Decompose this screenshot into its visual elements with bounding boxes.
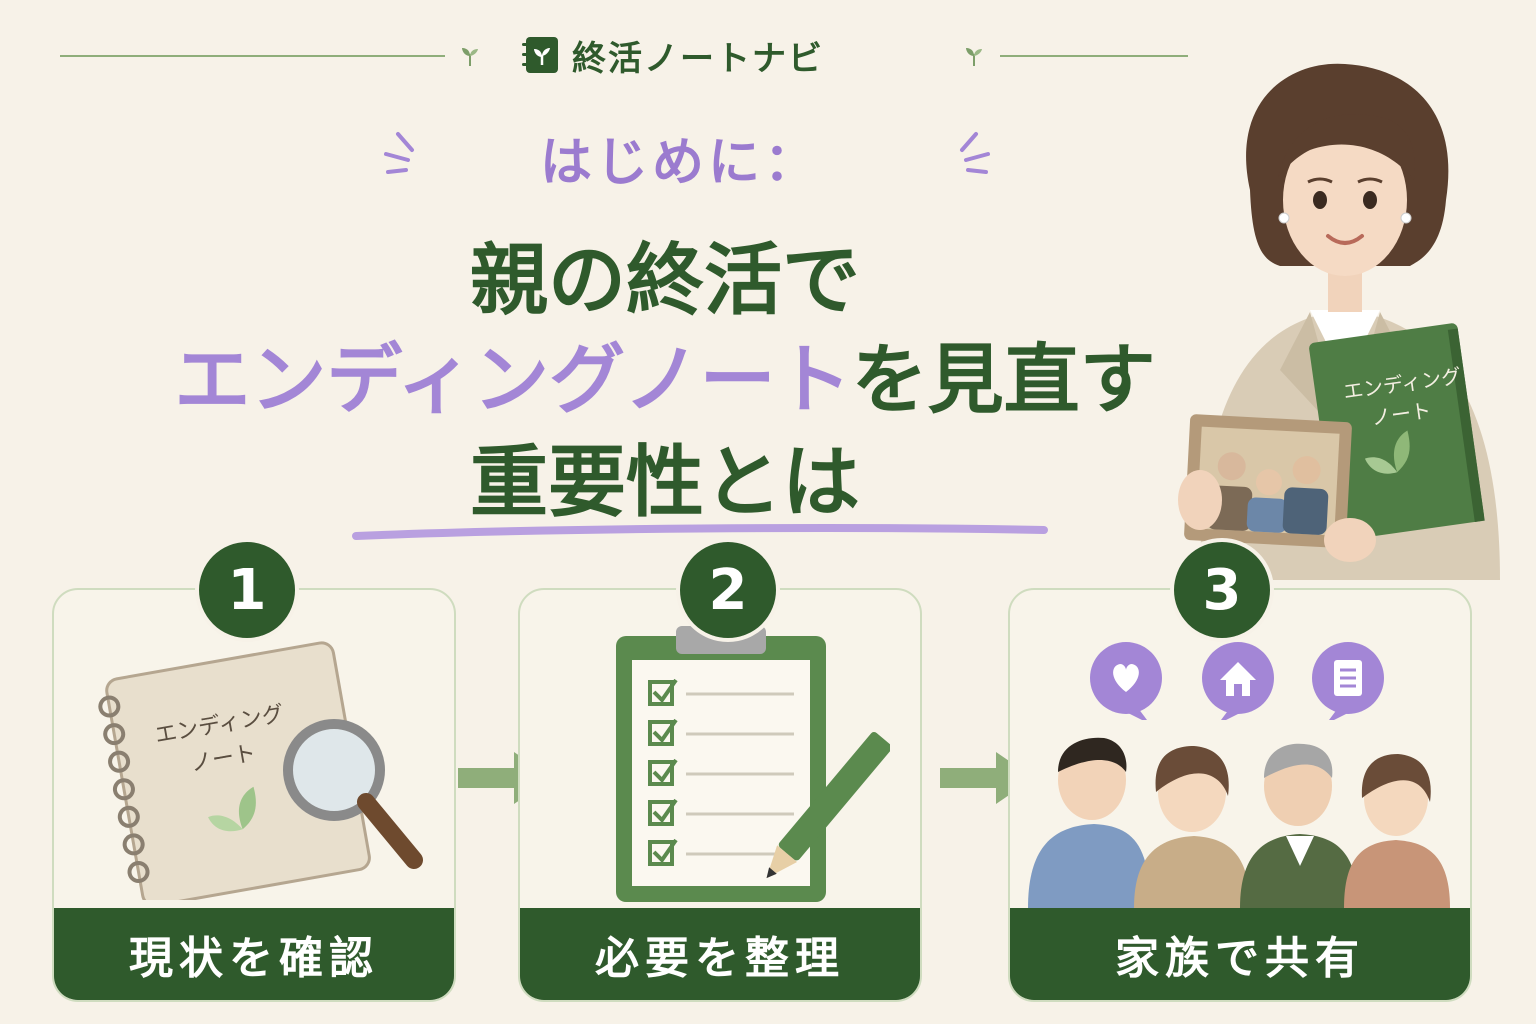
heart-bubble-icon (1090, 642, 1162, 720)
step-label-band-2: 必要を整理 (520, 908, 920, 1000)
house-bubble-icon (1202, 642, 1274, 720)
headline-highlight: エンディングノート (174, 335, 852, 424)
step-badge-1: 1 (195, 538, 299, 642)
headline-line-3: 重要性とは (469, 438, 860, 528)
sprout-icon (462, 48, 478, 67)
header-rule-right (1000, 55, 1188, 57)
step-label-band-3: 家族で共有 (1010, 908, 1470, 1000)
checklist-icon (616, 626, 890, 902)
sparkle-decoration (960, 132, 990, 174)
headline-line-2: エンディングノートを見直す (0, 318, 1330, 428)
header-rule-left (60, 55, 445, 57)
sprout-icon (966, 48, 982, 67)
brand-notebook-icon (522, 37, 558, 73)
step-card-2[interactable]: 必要を整理 (518, 588, 922, 1002)
presenter-woman-illustration: エンディング ノート (1178, 63, 1500, 580)
step-label-2: 必要を整理 (595, 933, 845, 984)
notebook-magnifier-illustration: エンディング ノート (98, 641, 423, 900)
sparkle-decoration (384, 132, 414, 174)
headline-line-2-rest: を見直す (851, 335, 1156, 424)
step-card-3[interactable]: 家族で共有 (1008, 588, 1472, 1002)
step-label-band-1: 現状を確認 (54, 908, 454, 1000)
brand-name: 終活ノートナビ (572, 38, 824, 79)
pencil-icon (766, 732, 890, 879)
family-illustration (1028, 737, 1450, 908)
step-badge-2: 2 (676, 538, 780, 642)
headline-underline (352, 524, 1048, 540)
step-label-3: 家族で共有 (1115, 933, 1365, 984)
brand[interactable]: 終活ノートナビ (520, 30, 824, 80)
step-card-1[interactable]: エンディング ノート 現状を確認 (52, 588, 456, 1002)
step-badge-3: 3 (1170, 538, 1274, 642)
intro-heading: はじめに： (540, 133, 821, 193)
step-label-1: 現状を確認 (129, 933, 379, 984)
magnifier-icon (283, 719, 423, 869)
headline-line-1: 親の終活で (469, 236, 860, 326)
document-bubble-icon (1312, 642, 1384, 720)
speech-bubbles (1090, 642, 1384, 720)
